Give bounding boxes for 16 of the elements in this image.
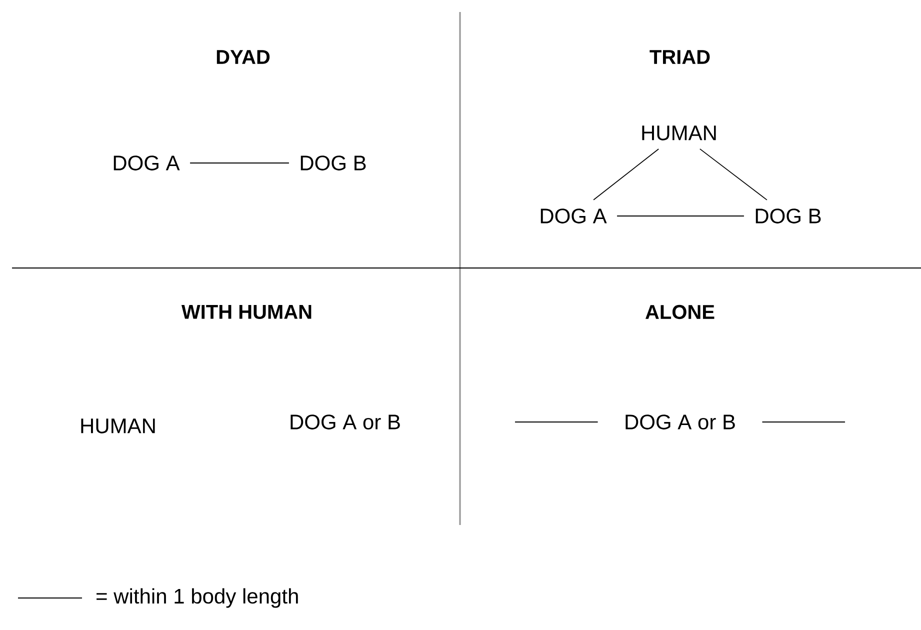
node-label: DOG A bbox=[540, 208, 607, 224]
panel-heading: DYAD bbox=[216, 50, 270, 64]
node-label: DOG A bbox=[114, 156, 180, 170]
panel-heading: WITH HUMAN bbox=[181, 305, 312, 319]
node-label: HUMAN bbox=[642, 126, 716, 140]
node-label: DOG A or B bbox=[626, 414, 735, 430]
node-label: HUMAN bbox=[81, 418, 155, 434]
connector-line bbox=[190, 162, 290, 164]
panel-heading: TRIAD bbox=[650, 50, 710, 64]
connector-line bbox=[700, 148, 768, 200]
legend-text: = within 1 body length bbox=[96, 588, 298, 608]
node-label: DOG B bbox=[300, 156, 366, 170]
panel-heading: ALONE bbox=[646, 304, 714, 320]
node-label: DOG B bbox=[756, 208, 821, 224]
connector-line bbox=[593, 148, 660, 200]
node-label: DOG A or B bbox=[290, 414, 400, 430]
